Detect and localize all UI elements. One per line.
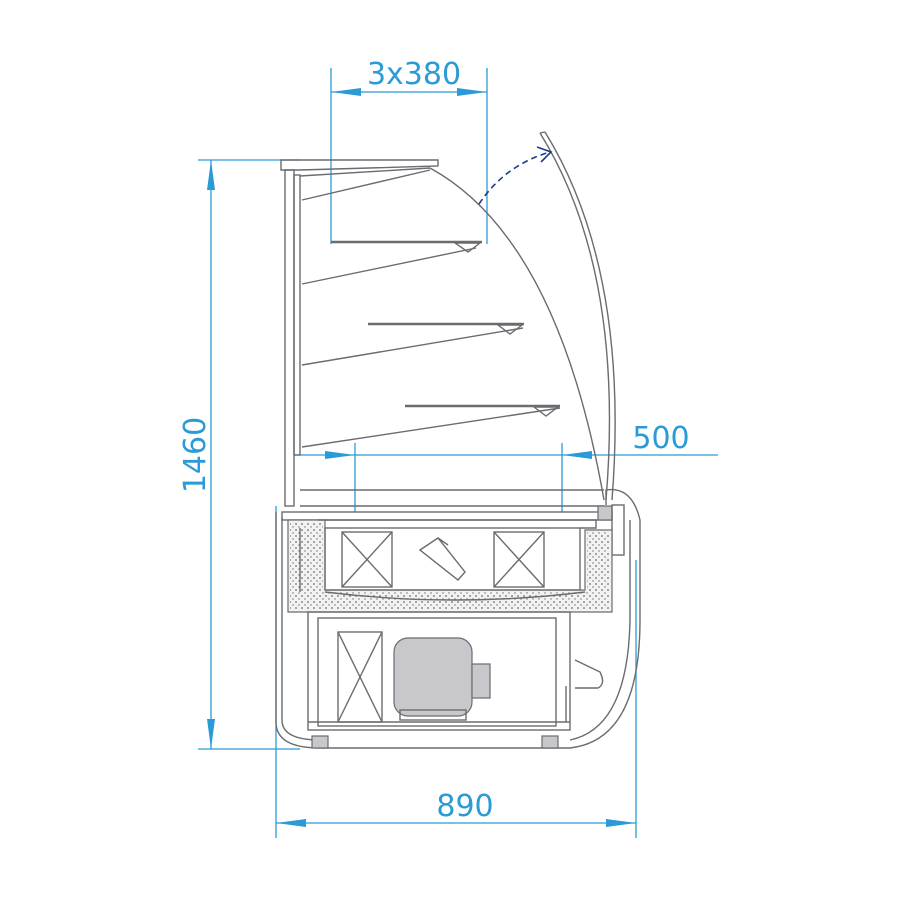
shelf-depth-label: 3x380 xyxy=(367,57,461,92)
front-glass-outer xyxy=(539,132,611,501)
glass-opening-arrow xyxy=(478,146,553,205)
height-label: 1460 xyxy=(178,417,213,493)
dimension-shelf-depth: 3x380 xyxy=(330,57,488,244)
dimension-total-depth: 890 xyxy=(275,506,637,838)
dimension-height: 1460 xyxy=(178,159,300,750)
dimension-display-depth: 500 xyxy=(295,421,718,512)
refrigerated-base-cabinet xyxy=(275,488,641,749)
front-glass-inner xyxy=(429,167,605,501)
total-depth-label: 890 xyxy=(436,789,493,824)
display-depth-label: 500 xyxy=(632,421,689,456)
display-superstructure xyxy=(280,131,616,507)
